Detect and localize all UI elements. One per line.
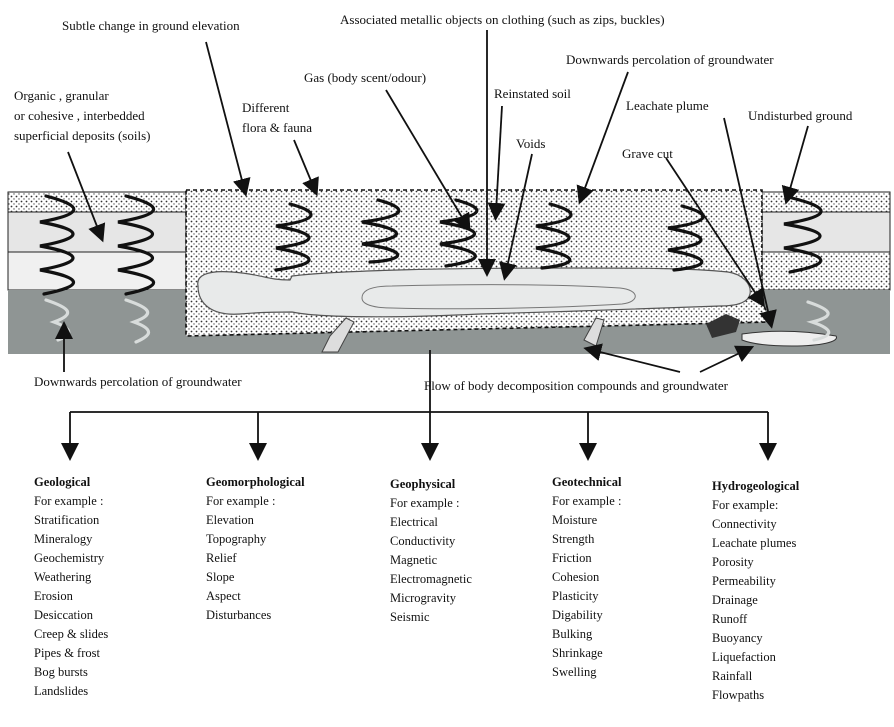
column-item: Mineralogy <box>34 530 108 549</box>
column-item: Runoff <box>712 610 799 629</box>
column-item: Topography <box>206 530 305 549</box>
column-title: Geotechnical <box>552 473 621 492</box>
column-item: Magnetic <box>390 551 472 570</box>
label-leachate: Leachate plume <box>626 98 709 113</box>
column-subtitle: For example : <box>206 492 305 511</box>
label-reinstated: Reinstated soil <box>494 86 571 101</box>
column-item: Permeability <box>712 572 799 591</box>
column-item: Geochemistry <box>34 549 108 568</box>
column-item: Digability <box>552 606 621 625</box>
column-subtitle: For example : <box>390 494 472 513</box>
column-item: Bog bursts <box>34 663 108 682</box>
column-subtitle: For example: <box>712 496 799 515</box>
label-metallic-objects: Associated metallic objects on clothing … <box>340 12 665 27</box>
column-item: Seismic <box>390 608 472 627</box>
column-item: Stratification <box>34 511 108 530</box>
column-item: Connectivity <box>712 515 799 534</box>
column-item: Strength <box>552 530 621 549</box>
label-organic-2: or cohesive , interbedded <box>14 108 145 123</box>
column-item: Slope <box>206 568 305 587</box>
label-voids: Voids <box>516 136 545 151</box>
column-hydrogeological: Hydrogeological For example: Connectivit… <box>712 477 799 705</box>
label-organic-1: Organic , granular <box>14 88 109 103</box>
column-item: Electrical <box>390 513 472 532</box>
column-geological: Geological For example : Stratification … <box>34 473 108 701</box>
column-item: Cohesion <box>552 568 621 587</box>
column-title: Hydrogeological <box>712 477 799 496</box>
column-item: Erosion <box>34 587 108 606</box>
column-item: Relief <box>206 549 305 568</box>
column-subtitle: For example : <box>552 492 621 511</box>
column-title: Geological <box>34 473 108 492</box>
column-item: Rainfall <box>712 667 799 686</box>
label-percolation-top: Downwards percolation of groundwater <box>566 52 774 67</box>
label-gas: Gas (body scent/odour) <box>304 70 426 85</box>
label-flow: Flow of body decomposition compounds and… <box>424 378 728 393</box>
column-item: Liquefaction <box>712 648 799 667</box>
column-item: Drainage <box>712 591 799 610</box>
label-ground-elevation: Subtle change in ground elevation <box>62 18 240 33</box>
column-item: Leachate plumes <box>712 534 799 553</box>
category-tree <box>70 350 768 452</box>
column-geophysical: Geophysical For example : Electrical Con… <box>390 475 472 627</box>
column-item: Porosity <box>712 553 799 572</box>
column-geotechnical: Geotechnical For example : Moisture Stre… <box>552 473 621 682</box>
column-item: Buoyancy <box>712 629 799 648</box>
column-item: Landslides <box>34 682 108 701</box>
label-grave-cut: Grave cut <box>622 146 673 161</box>
column-item: Bulking <box>552 625 621 644</box>
label-organic-3: superficial deposits (soils) <box>14 128 150 143</box>
column-title: Geomorphological <box>206 473 305 492</box>
label-percolation-bottom: Downwards percolation of groundwater <box>34 374 242 389</box>
column-item: Swelling <box>552 663 621 682</box>
column-item: Creep & slides <box>34 625 108 644</box>
column-item: Electromagnetic <box>390 570 472 589</box>
column-item: Pipes & frost <box>34 644 108 663</box>
column-item: Aspect <box>206 587 305 606</box>
column-item: Conductivity <box>390 532 472 551</box>
label-different-1: Different <box>242 100 289 115</box>
column-item: Shrinkage <box>552 644 621 663</box>
column-item: Plasticity <box>552 587 621 606</box>
column-subtitle: For example : <box>34 492 108 511</box>
column-item: Desiccation <box>34 606 108 625</box>
column-item: Elevation <box>206 511 305 530</box>
column-item: Weathering <box>34 568 108 587</box>
column-item: Moisture <box>552 511 621 530</box>
label-undisturbed: Undisturbed ground <box>748 108 852 123</box>
column-item: Disturbances <box>206 606 305 625</box>
column-item: Friction <box>552 549 621 568</box>
column-item: Flowpaths <box>712 686 799 705</box>
column-title: Geophysical <box>390 475 472 494</box>
column-geomorphological: Geomorphological For example : Elevation… <box>206 473 305 625</box>
column-item: Microgravity <box>390 589 472 608</box>
label-different-2: flora & fauna <box>242 120 312 135</box>
